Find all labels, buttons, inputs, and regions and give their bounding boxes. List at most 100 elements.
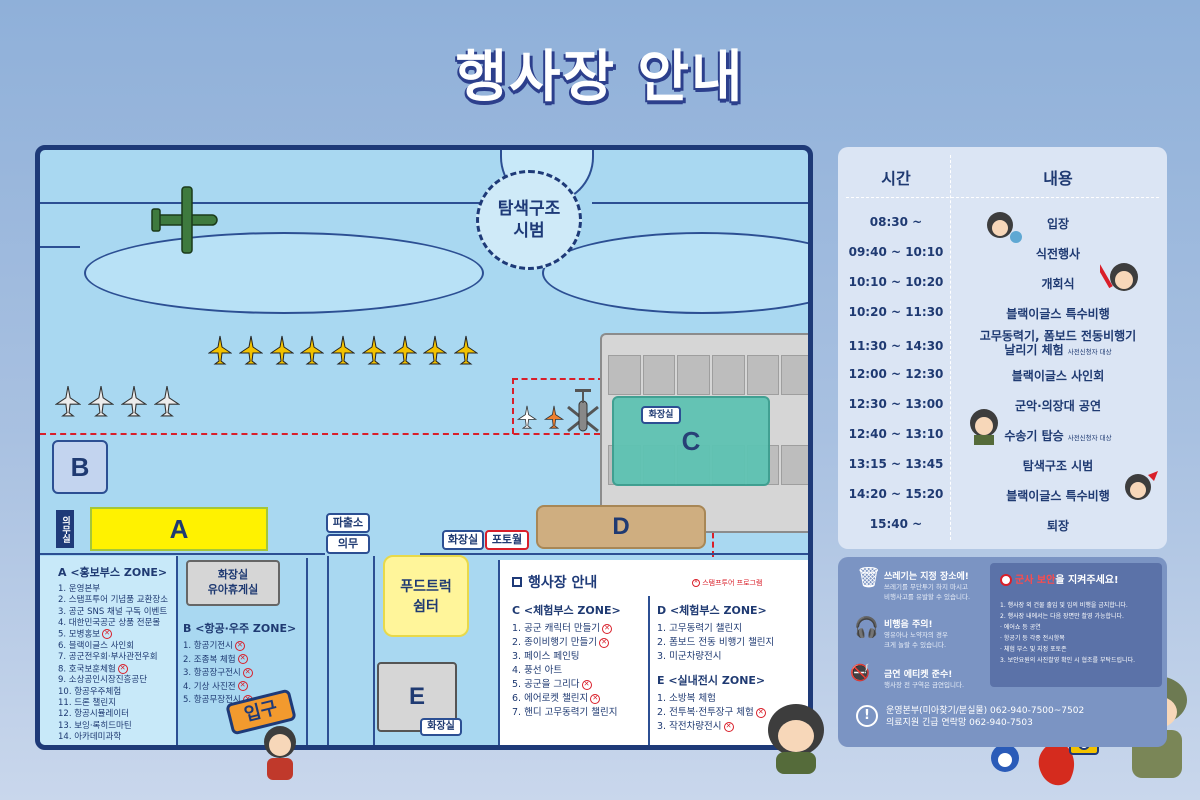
stamp-icon: ✕ (692, 579, 700, 587)
list-item: 14. 아카데미과학 (58, 731, 122, 742)
taxiway-oval-left (84, 232, 484, 314)
jet-icon (238, 335, 263, 365)
schedule-table: 시간 내용 08:30 ~ 입장 09:40 ~ 10:10 식전행사 10:1… (838, 147, 1167, 549)
list-item: 6. 블랙이글스 사인회 (58, 640, 135, 651)
schedule-row: 10:10 ~ 10:20 개회식 (838, 267, 1167, 297)
mascot-phoenix-icon (1038, 740, 1075, 786)
foodtruck-rest-area[interactable]: 푸드트럭 쉼터 (383, 555, 469, 637)
zone-a[interactable]: A (90, 507, 268, 551)
mascot-bird-icon (991, 744, 1019, 772)
contact-info: 운영본부(미아찾기/분실물) 062-940-7500~7502 의료지원 긴급… (886, 705, 1126, 729)
restroom-e-label: 화장실 (420, 718, 462, 736)
list-item: 3. 페이스 페인팅 (512, 651, 580, 662)
police-box-label: 파출소 (326, 513, 370, 533)
zone-a-list: 1. 운영본부 2. 스탬프투어 기념품 교환장소 3. 공군 SNS 채널 구… (58, 584, 176, 743)
noise-heading: 비행음 주의! (884, 620, 933, 630)
schedule-content: 블랙이글스 특수비행 (1006, 307, 1110, 321)
zone-d[interactable]: D (536, 505, 706, 549)
list-item: 4. 풍선 아트 (512, 665, 563, 676)
zone-c-panel: C <체험부스 ZONE> 1. 공군 캐릭터 만들기✕ 2. 종이비행기 만들… (512, 602, 652, 720)
schedule-content: 퇴장 (1046, 519, 1070, 533)
zone-e-title: E <실내전시 ZONE> (657, 674, 766, 687)
security-title: 군사 보안을 지켜주세요! (1000, 571, 1152, 586)
security-line: 2. 행사장 내에서는 다음 장면만 촬영 가능합니다. (1000, 613, 1124, 620)
zone-d-label: D (612, 513, 630, 540)
noise-text: 크게 놀랄 수 있습니다. (884, 641, 947, 649)
mascot-pilot-icon (768, 704, 824, 774)
schedule-content: 식전행사 (1035, 247, 1081, 261)
zone-c-list: 1. 공군 캐릭터 만들기✕ 2. 종이비행기 만들기✕ 3. 페이스 페인팅 … (512, 622, 652, 720)
list-item: 1. 소방복 체험 (657, 693, 716, 704)
zone-a-panel: A <홍보부스 ZONE> 1. 운영본부 2. 스탬프투어 기념품 교환장소 … (40, 556, 176, 745)
time-header: 시간 (881, 169, 911, 188)
mascot-pilot-icon (1125, 471, 1158, 500)
security-line: 1. 행사장 외 건물 출입 및 임의 비행을 금지합니다. (1000, 602, 1128, 609)
mascot-pilot-icon (987, 212, 1022, 243)
schedule-content: 군악·의장대 공연 (1014, 399, 1102, 413)
stamp-icon: ✕ (590, 693, 601, 704)
zone-c[interactable]: C (612, 396, 770, 486)
trash-notice: 쓰레기는 지정 장소에! 쓰레기를 무단투기 하지 마시고 비행사고를 유발할 … (884, 569, 984, 602)
taxiway-oval-right (542, 232, 808, 314)
jet-icon (392, 335, 417, 365)
nursing-room[interactable]: 화장실 유아휴게실 (186, 560, 280, 606)
notice-panel: 🗑 쓰레기는 지정 장소에! 쓰레기를 무단투기 하지 마시고 비행사고를 유발… (838, 557, 1167, 747)
jet-icon (454, 335, 478, 365)
info-icon: ! (856, 705, 878, 727)
guide-heading: 행사장 안내 (512, 572, 597, 592)
medical-label: 의무 (326, 534, 370, 554)
guide-title: 행사장 안내 (528, 575, 598, 591)
list-item: 7. 공군전우회·부사관전우회 (58, 652, 158, 663)
stamp-legend: ✕ 스탬프투어 프로그램 (692, 579, 763, 587)
trash-text: 쓰레기를 무단투기 하지 마시고 (884, 583, 968, 591)
schedule-time: 12:40 ~ 13:10 (848, 427, 944, 441)
zone-b[interactable]: B (52, 440, 108, 494)
restricted-line (40, 433, 600, 435)
schedule-time: 08:30 ~ (869, 215, 923, 229)
schedule-content: 입장 (1046, 217, 1070, 231)
divider (306, 558, 308, 745)
list-item: 9. 소상공인시장진흥공단 (58, 675, 148, 686)
list-item: 13. 보잉·록히드마틴 (58, 720, 132, 731)
divider (176, 556, 178, 745)
schedule-content: 블랙이글스 특수비행 (1006, 489, 1110, 503)
divider (327, 556, 329, 745)
zone-b-title: B <항공·우주 ZONE> (183, 622, 297, 635)
stamp-icon: ✕ (755, 707, 766, 718)
helicopter-icon (567, 389, 599, 433)
zone-c-title: C <체험부스 ZONE> (512, 604, 621, 617)
search-rescue-area[interactable]: 탐색구조 시범 (476, 170, 582, 270)
stamp-icon: ✕ (237, 681, 248, 691)
zone-e-label: E (408, 683, 425, 710)
list-item: 6. 에어로켓 챌린지✕ (512, 692, 652, 706)
stamp-icon: ✕ (723, 721, 734, 732)
foodtruck-label: 쉼터 (413, 598, 439, 614)
nursing-label: 화장실 (217, 569, 249, 581)
jet-icon (423, 335, 448, 365)
schedule-content: 블랙이글스 사인회 (1011, 369, 1105, 383)
list-item: 12. 항공시뮬레이터 (58, 709, 129, 720)
security-line: · 에어쇼 등 공연 (1000, 624, 1041, 631)
list-item: 2. 조종복 체험✕ (183, 654, 308, 668)
runway-edge (40, 202, 502, 204)
stamp-icon: ✕ (237, 654, 248, 664)
jet-icon (154, 385, 180, 417)
schedule-time: 12:30 ~ 13:00 (848, 397, 944, 411)
smoking-heading: 금연 에티켓 준수! (884, 670, 953, 680)
runway-edge (40, 246, 80, 248)
event-map: 탐색구조 시범 (35, 145, 813, 750)
schedule-time: 11:30 ~ 14:30 (848, 339, 944, 353)
jet-icon (361, 335, 386, 365)
restricted-line (512, 378, 604, 380)
page-title: 행사장 안내 (455, 45, 745, 110)
zone-e-panel: E <실내전시 ZONE> 1. 소방복 체험 2. 전투복·전투장구 체험✕ … (657, 672, 808, 734)
square-icon (512, 577, 522, 587)
zone-b-list: 1. 항공기전시✕ 2. 조종복 체험✕ 3. 항공장구전시✕ 4. 기상 사진… (183, 640, 308, 708)
list-item: 1. 항공기전시✕ (183, 640, 308, 654)
schedule-row: 15:40 ~ 퇴장 (838, 509, 1167, 539)
schedule-time: 10:20 ~ 11:30 (848, 305, 944, 319)
schedule-row: 12:00 ~ 12:30 블랙이글스 사인회 (838, 359, 1167, 389)
schedule-row: 13:15 ~ 13:45 탐색구조 시범 (838, 449, 1167, 479)
